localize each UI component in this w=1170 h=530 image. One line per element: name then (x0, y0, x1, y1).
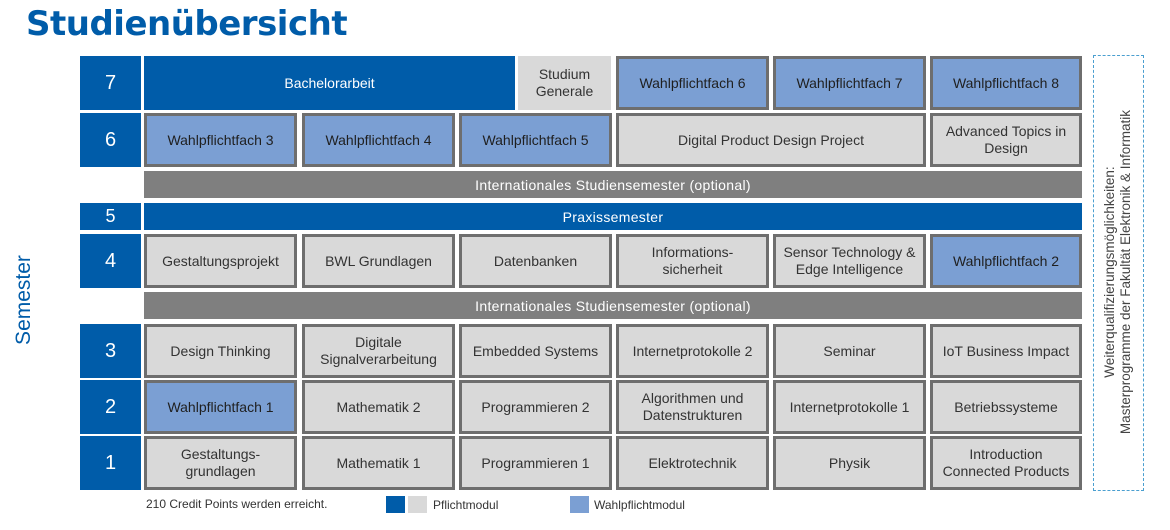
module-digitale-signalverarbeitung: Digitale Signalverarbeitung (302, 324, 455, 378)
module-programmieren-2: Programmieren 2 (459, 380, 612, 434)
international-semester-band-lower: Internationales Studiensemester (optiona… (144, 292, 1082, 319)
module-wahlpflichtfach-6: Wahlpflichtfach 6 (616, 56, 769, 110)
module-wahlpflichtfach-8: Wahlpflichtfach 8 (930, 56, 1082, 110)
module-studium-generale: Studium Generale (518, 56, 611, 110)
module-digital-product-design-project: Digital Product Design Project (616, 113, 926, 167)
module-advanced-topics-in-design: Advanced Topics in Design (930, 113, 1082, 167)
semester-number-1: 1 (80, 436, 141, 490)
legend-swatch-pflicht-blue (386, 496, 405, 513)
semester-number-2: 2 (80, 380, 141, 434)
module-internetprotokolle-2: Internetprotokolle 2 (616, 324, 769, 378)
module-gestaltungsprojekt: Gestaltungsprojekt (144, 234, 297, 288)
module-bwl-grundlagen: BWL Grundlagen (302, 234, 455, 288)
module-praxissemester: Praxissemester (144, 203, 1082, 230)
module-betriebssysteme: Betriebssysteme (930, 380, 1082, 434)
module-wahlpflichtfach-4: Wahlpflichtfach 4 (302, 113, 455, 167)
module-bachelorarbeit: Bachelorarbeit (144, 56, 515, 110)
semester-number-6: 6 (80, 113, 141, 167)
module-wahlpflichtfach-3: Wahlpflichtfach 3 (144, 113, 297, 167)
module-elektrotechnik: Elektrotechnik (616, 436, 769, 490)
further-qualification-box (1093, 55, 1144, 491)
legend-swatch-wahlpflicht (570, 496, 589, 513)
module-wahlpflichtfach-5: Wahlpflichtfach 5 (459, 113, 612, 167)
legend-swatch-pflicht-grey (408, 496, 427, 513)
module-informationssicherheit: Informations- sicherheit (616, 234, 769, 288)
module-embedded-systems: Embedded Systems (459, 324, 612, 378)
module-mathematik-1: Mathematik 1 (302, 436, 455, 490)
side-note-line1: Weiterqualifizierungsmöglichkeiten: (1102, 166, 1117, 378)
semester-number-5: 5 (80, 203, 141, 230)
page-title: Studienübersicht (26, 4, 348, 44)
module-sensor-technology: Sensor Technology & Edge Intelligence (773, 234, 926, 288)
module-physik: Physik (773, 436, 926, 490)
module-wahlpflichtfach-2: Wahlpflichtfach 2 (930, 234, 1082, 288)
module-gestaltungsgrundlagen: Gestaltungs- grundlagen (144, 436, 297, 490)
module-datenbanken: Datenbanken (459, 234, 612, 288)
module-iot-business-impact: IoT Business Impact (930, 324, 1082, 378)
module-algorithmen-und-datenstrukturen: Algorithmen und Datenstrukturen (616, 380, 769, 434)
module-mathematik-2: Mathematik 2 (302, 380, 455, 434)
module-seminar: Seminar (773, 324, 926, 378)
semester-number-3: 3 (80, 324, 141, 378)
module-introduction-connected-products: Introduction Connected Products (930, 436, 1082, 490)
side-note-line2: Masterprogramme der Fakultät Elektronik … (1118, 109, 1133, 435)
legend-label-pflichtmodul: Pflichtmodul (433, 498, 499, 512)
credit-points-note: 210 Credit Points werden erreicht. (146, 497, 328, 511)
module-wahlpflichtfach-1: Wahlpflichtfach 1 (144, 380, 297, 434)
module-design-thinking: Design Thinking (144, 324, 297, 378)
legend-label-wahlpflichtmodul: Wahlpflichtmodul (594, 498, 685, 512)
semester-number-7: 7 (80, 56, 141, 110)
semester-number-4: 4 (80, 234, 141, 288)
module-programmieren-1: Programmieren 1 (459, 436, 612, 490)
international-semester-band-upper: Internationales Studiensemester (optiona… (144, 171, 1082, 198)
module-internetprotokolle-1: Internetprotokolle 1 (773, 380, 926, 434)
module-wahlpflichtfach-7: Wahlpflichtfach 7 (773, 56, 926, 110)
